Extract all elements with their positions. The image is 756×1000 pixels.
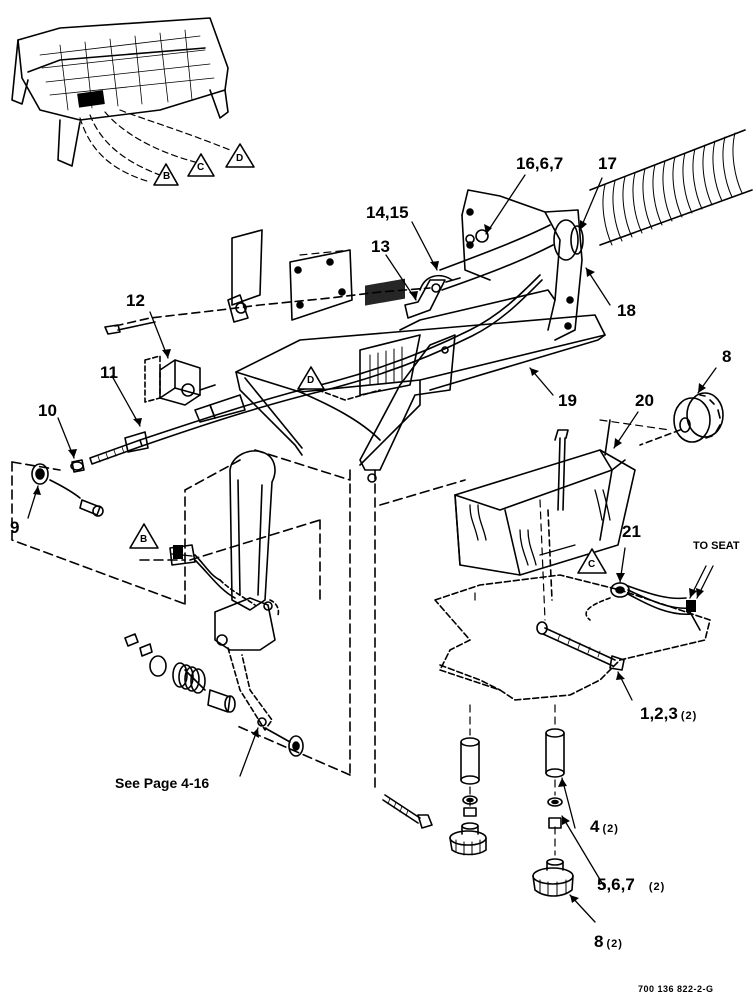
linkage-rod: [104, 229, 431, 335]
seat-harness: [585, 582, 701, 631]
wire-harness-left: [169, 544, 256, 606]
callout-4-number: 4: [590, 817, 600, 836]
slotted-bracket: [454, 419, 636, 576]
to-seat-label: TO SEAT: [693, 540, 740, 552]
callout-8-lower-number: 8: [594, 932, 604, 951]
long-bolt: [536, 509, 625, 671]
callout-12: 12: [126, 291, 145, 310]
callout-8-upper: 8: [722, 347, 732, 366]
reference-triangles: [129, 143, 607, 574]
knob-lower-left: [449, 822, 487, 856]
control-cable: [89, 274, 543, 465]
callout-8-lower: 8(2): [594, 933, 623, 950]
alignment-lines: [299, 249, 671, 856]
washer-stack-right: [547, 797, 563, 829]
drawing-number: 700 136 822-2-G: [638, 984, 714, 994]
callout-18: 18: [617, 301, 636, 320]
callout-14-15: 14,15: [366, 203, 409, 222]
ref-marker-b-harness: B: [140, 534, 148, 545]
hose: [589, 129, 753, 246]
callout-13: 13: [371, 237, 390, 256]
console-inset: [11, 17, 231, 183]
ref-marker-d-console: D: [307, 375, 315, 386]
see-page-reference: See Page 4-16: [115, 775, 210, 791]
callout-17: 17: [598, 154, 617, 173]
ref-marker-b: B: [163, 171, 171, 182]
ref-marker-c-seat: C: [588, 559, 596, 570]
washer: [264, 727, 304, 757]
callout-5-6-7: 5,6,7 (2): [597, 876, 665, 893]
spacer-left: [460, 737, 480, 785]
callout-21: 21: [622, 522, 641, 541]
jam-nut: [70, 459, 85, 473]
callout-9: 9: [10, 518, 20, 537]
cable-bracket: [144, 355, 216, 406]
callout-4-qty: (2): [602, 823, 619, 835]
callout-20: 20: [635, 391, 654, 410]
leader-lines: [27, 174, 717, 923]
callout-11: 11: [100, 363, 118, 382]
callout-5-6-7-qty: (2): [648, 881, 666, 893]
knob-upper: [639, 392, 724, 446]
spring-assembly: [124, 633, 236, 713]
callout-4: 4(2): [590, 818, 619, 835]
callout-19: 19: [558, 391, 577, 410]
ref-marker-c: C: [197, 162, 205, 173]
long-bolt-lower: [382, 794, 433, 829]
callout-8-lower-qty: (2): [606, 938, 623, 950]
spacer-right: [545, 728, 565, 778]
washer-stack-left: [462, 795, 478, 817]
arrowheads: [33, 220, 706, 903]
seat-base-plate: [434, 574, 711, 701]
washer-fastener: [31, 463, 104, 517]
knob-lower-right: [532, 858, 574, 897]
console-outline: [11, 449, 466, 791]
callout-5-6-7-number: 5,6,7: [597, 875, 635, 894]
shift-lever: [214, 450, 280, 731]
lever-arm: [359, 334, 456, 483]
callout-16-6-7: 16,6,7: [516, 154, 564, 173]
callout-1-2-3-qty: (2): [680, 710, 698, 722]
ref-marker-d: D: [236, 153, 244, 164]
callout-10: 10: [38, 401, 57, 420]
cable-clamp: [404, 274, 461, 319]
callout-1-2-3-number: 1,2,3: [640, 704, 678, 723]
cable-run-d: [317, 389, 381, 401]
callout-1-2-3: 1,2,3(2): [640, 705, 697, 722]
